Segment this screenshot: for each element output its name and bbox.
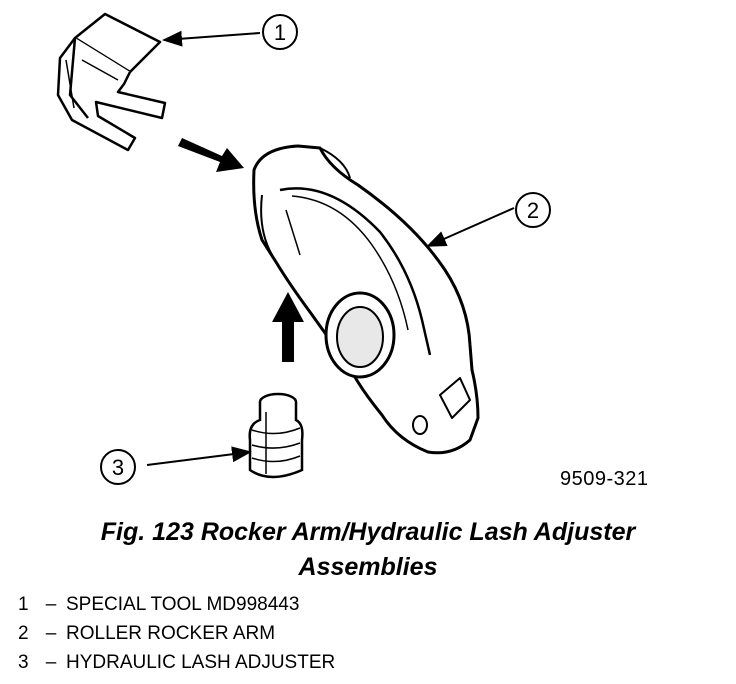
leader-lines: [146, 30, 515, 466]
legend-item-separator: –: [45, 623, 57, 644]
parts-legend: 1–SPECIAL TOOL MD998443 2–ROLLER ROCKER …: [18, 590, 335, 677]
legend-item: 3–HYDRAULIC LASH ADJUSTER: [18, 648, 335, 677]
arrow-up-icon: [272, 292, 304, 362]
svg-text:2: 2: [527, 198, 539, 223]
callout-1: 1: [262, 14, 298, 50]
callout-3: 3: [100, 449, 136, 485]
svg-text:3: 3: [112, 455, 124, 480]
legend-item-text: ROLLER ROCKER ARM: [66, 623, 276, 644]
lash-adjuster-drawing: [248, 392, 304, 479]
legend-item: 1–SPECIAL TOOL MD998443: [18, 590, 335, 619]
figure-caption-line2: Assemblies: [298, 553, 438, 581]
svg-text:1: 1: [274, 20, 286, 45]
arrow-right-icon: [178, 138, 244, 172]
legend-item-separator: –: [45, 652, 57, 673]
callout-2: 2: [515, 192, 551, 228]
legend-item-number: 3: [18, 652, 29, 673]
legend-item-text: HYDRAULIC LASH ADJUSTER: [66, 652, 336, 673]
legend-item: 2–ROLLER ROCKER ARM: [18, 619, 335, 648]
legend-item-number: 2: [18, 623, 29, 644]
roller-rocker-arm-drawing: [252, 144, 480, 455]
legend-item-separator: –: [45, 594, 57, 615]
special-tool-drawing: [56, 12, 167, 152]
figure-caption-line1: Fig. 123 Rocker Arm/Hydraulic Lash Adjus…: [100, 518, 636, 546]
figure-number: 9509-321: [560, 468, 649, 490]
legend-item-number: 1: [18, 594, 29, 615]
direction-arrows: [178, 138, 304, 362]
rocker-arm-illustration: 1 2 3: [56, 12, 551, 485]
legend-item-text: SPECIAL TOOL MD998443: [66, 594, 300, 615]
